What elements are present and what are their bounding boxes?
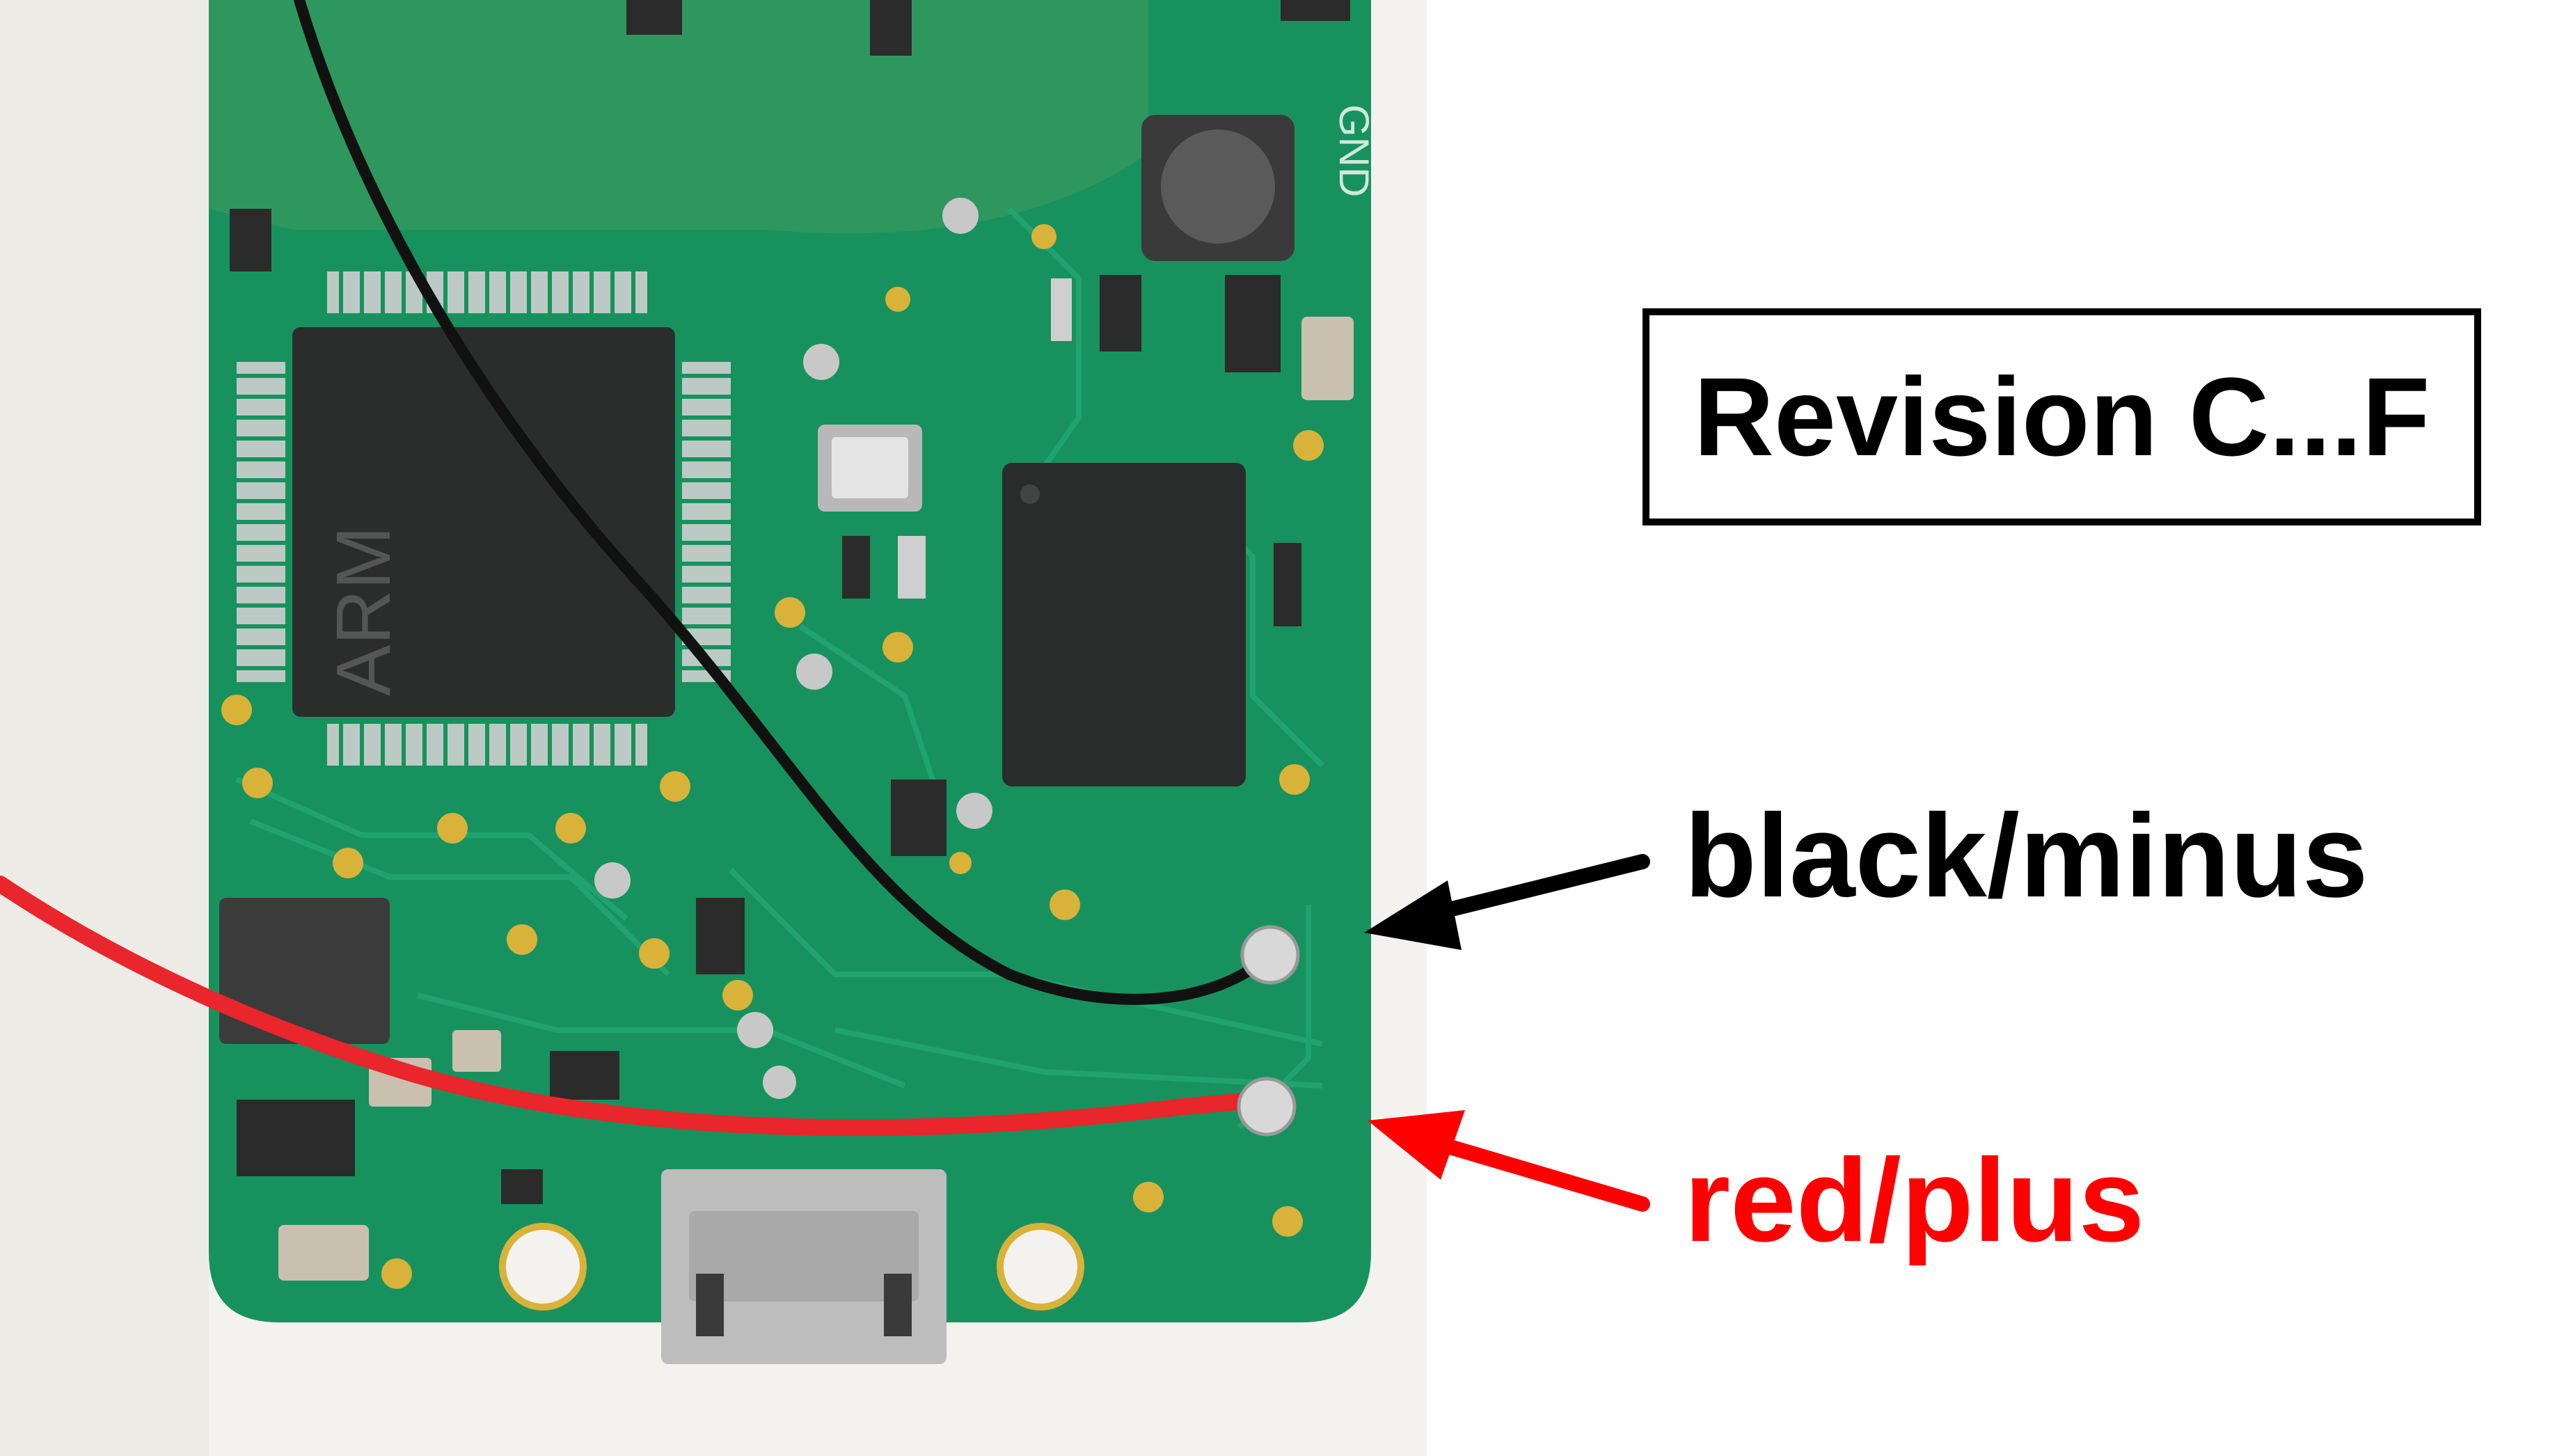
micro-usb-connector bbox=[661, 1169, 947, 1364]
smd-components bbox=[230, 0, 1354, 1281]
gnd-silkscreen: GND bbox=[1331, 104, 1377, 197]
arm-microcontroller: ARM bbox=[237, 271, 731, 766]
revision-box: Revision C...F bbox=[1642, 308, 2481, 525]
black-wire-solder-joint bbox=[1240, 925, 1300, 985]
regulator-ic bbox=[237, 1100, 355, 1176]
solder-pads bbox=[221, 224, 1324, 1289]
photo-background-left bbox=[0, 0, 209, 1456]
black-arrow-icon bbox=[1364, 854, 1650, 950]
black-wire bbox=[294, 0, 1272, 1005]
arm-chip-marking: ARM bbox=[321, 526, 406, 696]
power-ic bbox=[219, 898, 390, 1044]
red-wire-label: red/plus bbox=[1684, 1134, 2145, 1267]
mounting-holes bbox=[499, 1223, 1084, 1311]
pcb-top-area bbox=[209, 0, 1148, 234]
tinned-pads bbox=[594, 198, 992, 1099]
red-arrow-icon bbox=[1368, 1110, 1650, 1212]
revision-label: Revision C...F bbox=[1693, 354, 2430, 479]
flash-chip-dot bbox=[1020, 484, 1040, 504]
inductor-core bbox=[1161, 129, 1275, 244]
flash-chip bbox=[1002, 463, 1246, 786]
red-wire bbox=[0, 876, 1254, 1137]
black-wire-label: black/minus bbox=[1684, 790, 2368, 922]
red-wire-solder-joint bbox=[1237, 1077, 1297, 1137]
crystal-top bbox=[832, 437, 908, 498]
